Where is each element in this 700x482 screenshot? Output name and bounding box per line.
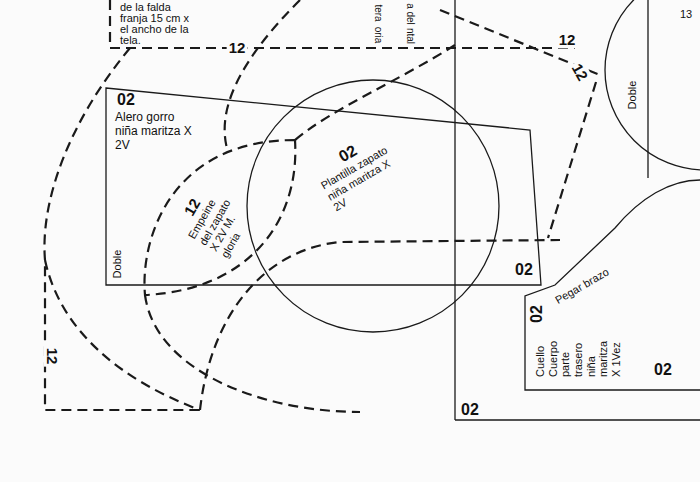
cut-line [225,0,300,152]
piece-label: tera [372,4,384,21]
piece-label: ntal [404,28,416,44]
piece-label: Cuello Cuerpo parte trasero niña maritza… [534,333,622,377]
sewing-note: de la falda franja 15 cm x el ancho de l… [120,2,192,46]
piece-label: Empeine del zapato X 2V M. gloria [186,188,257,260]
cut-line [145,295,360,412]
page-number: 13 [680,8,692,21]
cut-line [45,260,200,410]
piece-label: a del [404,3,416,25]
fold-label: Doble [626,81,639,110]
callout-number: 12 [567,59,592,86]
callout-number: 12 [227,39,248,56]
piece-label: oria [372,27,384,44]
piece-label: Plantilla zapato niña maritza X 2V [319,142,406,214]
cut-line [109,0,111,48]
pattern-piece: 12Empeine del zapato X 2V M. gloria [140,140,300,300]
callout-number: 12 [43,346,60,367]
piece-number: 02 [654,361,672,379]
pattern-piece: Pegar brazo02Cuello Cuerpo parte trasero… [520,178,700,392]
piece-number: 02 [117,91,135,109]
piece-outline [106,88,541,285]
piece-outline [454,0,455,420]
cut-line [44,48,200,410]
piece-outline [245,78,501,334]
piece-label: Alero gorro niña maritza X 2V [115,111,197,152]
piece-outline [525,180,700,390]
cut-line [548,82,596,238]
piece-number: 02 [461,401,479,419]
cut-line [110,47,575,49]
fold-label: Doble [111,250,124,279]
sewing-note: Pegar brazo [553,266,611,307]
piece-number: 02 [528,305,546,323]
callout-number: 12 [557,31,578,48]
piece-outline [455,419,700,420]
piece-outline [144,140,295,295]
pattern-piece: 02Plantilla zapato niña maritza X 2V [245,78,501,334]
piece-number: 02 [515,261,533,279]
cut-line [200,240,560,410]
piece-outline [605,0,700,170]
